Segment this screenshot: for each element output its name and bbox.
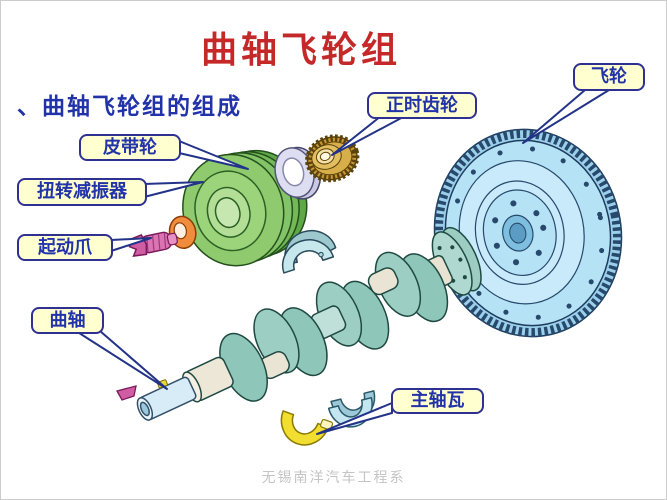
callout-crankshaft-label: 曲轴: [49, 309, 86, 331]
callout-leader-lines: [75, 89, 610, 435]
slide-subtitle: 、曲轴飞轮组的组成: [17, 94, 242, 120]
callout-starting-claw-label: 起动爪: [38, 236, 92, 258]
belt-pulley-illustration: [182, 149, 308, 267]
lower-bearing-shell-yellow-illustration: [280, 410, 334, 446]
leader-timing-gear: [331, 115, 406, 156]
callout-belt-pulley-label: 皮带轮: [103, 136, 157, 158]
callout-torsional-damper-label: 扭转减振器: [37, 181, 127, 202]
starting-claw-illustration: [128, 215, 197, 257]
callout-torsional-damper: 扭转减振器: [17, 178, 147, 206]
crankshaft-illustration: [136, 226, 482, 421]
callout-timing-gear-label: 正时齿轮: [386, 94, 458, 116]
leader-main-bearing-shell: [316, 402, 393, 435]
callout-crankshaft: 曲轴: [31, 307, 104, 334]
leader-flywheel: [522, 89, 610, 144]
callout-main-bearing-shell-label: 主轴瓦: [410, 390, 465, 411]
callout-flywheel: 飞轮: [573, 63, 645, 91]
callout-starting-claw: 起动爪: [17, 234, 113, 261]
page-title: 曲轴飞轮组: [200, 30, 401, 71]
callout-timing-gear: 正时齿轮: [367, 92, 477, 119]
watermark-text: 无锡南洋汽车工程系: [261, 470, 406, 486]
callout-flywheel-label: 飞轮: [591, 66, 627, 87]
callout-belt-pulley: 皮带轮: [79, 134, 181, 161]
callout-main-bearing-shell: 主轴瓦: [391, 388, 484, 414]
flywheel-illustration: [433, 128, 623, 338]
leader-crankshaft: [75, 330, 168, 390]
upper-bearing-shell-illustration: [281, 229, 337, 274]
